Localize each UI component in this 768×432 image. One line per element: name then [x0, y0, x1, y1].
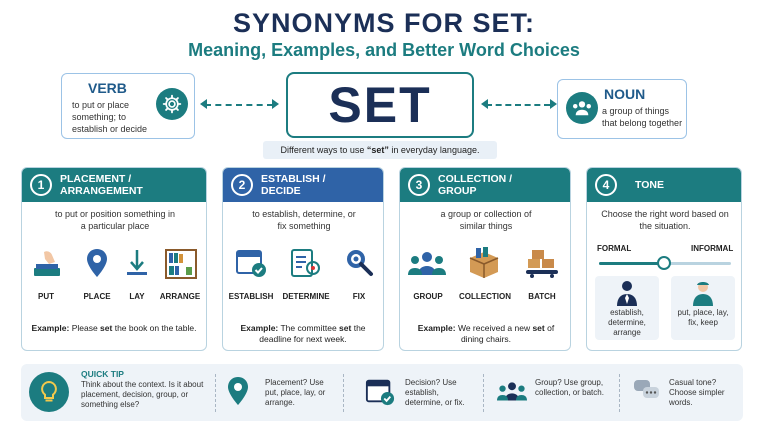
left-connector — [205, 104, 273, 106]
chat-bubbles-icon — [634, 380, 659, 398]
divider — [483, 374, 484, 412]
noun-box: NOUN a group of things that belong toget… — [557, 79, 687, 139]
page-title: SYNONYMS FOR SET: — [232, 8, 536, 38]
example-sentence: Example: Please set the book on the tabl… — [31, 323, 197, 333]
tip-casual: Casual tone? Choose simpler words. — [669, 378, 725, 407]
card-collection: 3 COLLECTION / GROUP a group or collecti… — [399, 167, 571, 351]
synonym-word: FIX — [352, 292, 366, 301]
page-subtitle: Meaning, Examples, and Better Word Choic… — [188, 40, 580, 60]
card-title: TONE — [635, 179, 664, 191]
gear-icon — [156, 88, 188, 120]
divider — [619, 374, 620, 412]
card-number: 2 — [231, 174, 253, 196]
quick-tip-intro: Think about the context. Is it about pla… — [81, 380, 204, 409]
tip-decision: Decision? Use establish, determine, or f… — [405, 378, 465, 407]
synonym-word: PUT — [38, 292, 54, 301]
synonym-word: ESTABLISH — [228, 292, 274, 301]
card-number: 4 — [595, 174, 617, 196]
informal-label: INFORMAL — [691, 244, 734, 253]
location-pin-icon — [228, 377, 248, 405]
quick-tip-bar: QUICK TIP Think about the context. Is it… — [21, 364, 743, 421]
card-description: to establish, determine, or fix somethin… — [252, 209, 356, 231]
right-connector — [486, 104, 550, 106]
casual-person-icon — [693, 282, 713, 306]
calendar-check-icon — [236, 250, 266, 277]
card-description: a group or collection of similar things — [440, 209, 532, 231]
synonym-word: LAY — [129, 292, 145, 301]
card-number: 3 — [408, 174, 430, 196]
businessman-icon — [617, 281, 637, 306]
divider — [215, 374, 216, 412]
formal-words: establish, determine, arrange — [608, 308, 646, 337]
card-title: COLLECTION / GROUP — [438, 173, 513, 197]
synonym-word: DETERMINE — [282, 292, 330, 301]
card-title: ESTABLISH / DECIDE — [261, 173, 326, 197]
tone-slider-fill — [599, 262, 665, 265]
tip-placement: Placement? Use put, place, lay, or arran… — [265, 378, 326, 407]
informal-words: put, place, lay, fix, keep — [677, 308, 729, 327]
card-placement: 1 PLACEMENT / ARRANGEMENT to put or posi… — [21, 167, 207, 351]
card-description: to put or position something in a partic… — [54, 209, 176, 231]
card-header: 1 PLACEMENT / ARRANGEMENT — [22, 168, 206, 202]
clipboard-target-icon — [291, 249, 320, 277]
example-sentence: Example: The committee set the deadline … — [240, 323, 366, 344]
quick-tip-heading: QUICK TIP — [81, 369, 124, 379]
verb-text: to put or place something; to establish … — [72, 100, 148, 134]
card-header: 2 ESTABLISH / DECIDE — [223, 168, 383, 202]
divider — [343, 374, 344, 412]
usage-word: “set” — [366, 145, 389, 155]
arrow-left-icon — [200, 99, 207, 109]
calendar-check-icon — [365, 379, 395, 406]
verb-box: VERB to put or place something; to estab… — [61, 73, 195, 139]
formal-label: FORMAL — [597, 244, 632, 253]
card-header: 3 COLLECTION / GROUP — [400, 168, 570, 202]
card-number: 1 — [30, 174, 52, 196]
group-icon — [497, 382, 527, 401]
usage-caption: Different ways to use “set” in everyday … — [263, 141, 497, 159]
card-header: 4 TONE — [587, 168, 741, 202]
hand-book-icon — [34, 251, 60, 276]
arrow-right-icon — [272, 99, 279, 109]
box-icon — [469, 247, 499, 278]
synonym-word: COLLECTION — [459, 292, 511, 301]
location-pin-icon — [87, 249, 107, 277]
noun-title: NOUN — [604, 86, 646, 102]
card-tone: 4 TONE Choose the right word based on th… — [586, 167, 742, 351]
arrow-left-icon — [481, 99, 488, 109]
synonym-word: PLACE — [83, 292, 111, 301]
wrench-gear-icon — [347, 250, 373, 276]
group-icon — [408, 252, 446, 275]
conveyor-boxes-icon — [526, 250, 558, 278]
bookshelf-icon — [165, 249, 197, 279]
example-sentence: Example: We received a new set of dining… — [417, 323, 555, 344]
noun-text: a group of things that belong together — [602, 106, 683, 128]
lightbulb-icon — [29, 372, 69, 412]
formal-panel: establish, determine, arrange — [595, 276, 659, 340]
synonym-word: BATCH — [528, 292, 556, 301]
card-description: Choose the right word based on the situa… — [601, 209, 729, 231]
arrow-down-icon — [127, 250, 147, 275]
synonym-word: ARRANGE — [159, 292, 201, 301]
informal-panel: put, place, lay, fix, keep — [671, 276, 735, 340]
group-icon — [566, 92, 598, 124]
synonym-word: GROUP — [413, 292, 443, 301]
tone-slider-handle[interactable] — [657, 256, 671, 270]
tip-group: Group? Use group, collection, or batch. — [535, 378, 604, 397]
verb-title: VERB — [88, 80, 127, 96]
main-word: SET — [286, 72, 474, 138]
card-title: PLACEMENT / ARRANGEMENT — [60, 173, 143, 197]
card-establish: 2 ESTABLISH / DECIDE to establish, deter… — [222, 167, 384, 351]
arrow-right-icon — [550, 99, 557, 109]
